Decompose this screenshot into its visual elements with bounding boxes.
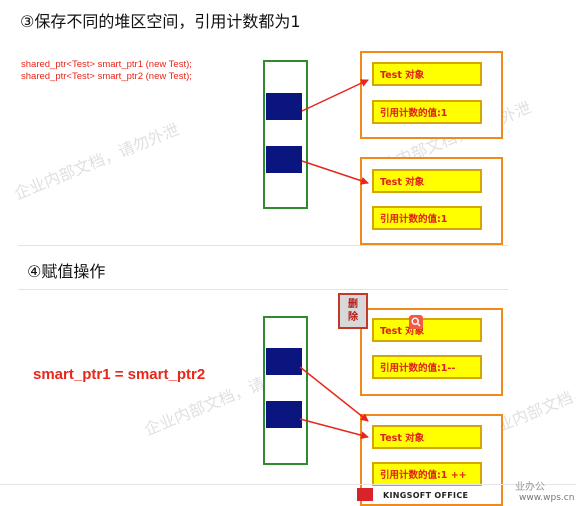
ref-count-label-1: 引用计数的值:1 xyxy=(372,100,482,124)
search-icon[interactable] xyxy=(409,315,423,329)
smart-ptr1-slot-step4 xyxy=(266,348,302,375)
section-divider-2 xyxy=(18,289,508,290)
step3-heading: ③保存不同的堆区空间，引用计数都为1 xyxy=(20,12,301,31)
ref-count-label-2: 引用计数的值:1 xyxy=(372,206,482,230)
arrow-ptr1-to-heap2-step4 xyxy=(299,366,369,422)
ref-count-label-3: 引用计数的值:1-- xyxy=(372,355,482,379)
step4-heading: ④赋值操作 xyxy=(27,262,106,281)
smart-ptr2-slot-step4 xyxy=(266,401,302,428)
footer-url: www.wps.cn xyxy=(519,493,575,503)
footer-divider xyxy=(0,484,576,485)
footer-cut-text: 业办公 xyxy=(515,482,545,493)
section-divider xyxy=(18,245,508,246)
smart-ptr2-slot xyxy=(266,146,302,173)
arrow-ptr2-to-heap2 xyxy=(301,160,369,185)
test-object-label-4: Test 对象 xyxy=(372,425,482,449)
assignment-statement: smart_ptr1 = smart_ptr2 xyxy=(33,366,206,383)
kingsoft-logo-icon xyxy=(357,488,373,501)
code-line-2: shared_ptr<Test> smart_ptr2 (new Test); xyxy=(21,71,192,82)
ref-count-label-4: 引用计数的值:1 ++ xyxy=(372,462,482,486)
arrow-ptr1-to-heap1 xyxy=(301,79,369,112)
test-object-label-1: Test 对象 xyxy=(372,62,482,86)
test-object-label-2: Test 对象 xyxy=(372,169,482,193)
stack-frame-step3 xyxy=(263,60,308,209)
stack-frame-step4 xyxy=(263,316,308,465)
delete-label-2: 除 xyxy=(348,312,358,323)
test-object-label-3: Test 对象 xyxy=(372,318,482,342)
code-line-1: shared_ptr<Test> smart_ptr1 (new Test); xyxy=(21,59,192,70)
delete-label-1: 删 xyxy=(348,299,358,310)
arrow-ptr2-to-heap2-step4 xyxy=(299,418,369,440)
delete-button[interactable]: 删 除 xyxy=(338,293,368,329)
smart-ptr1-slot xyxy=(266,93,302,120)
kingsoft-brand: KINGSOFT OFFICE xyxy=(383,491,469,500)
